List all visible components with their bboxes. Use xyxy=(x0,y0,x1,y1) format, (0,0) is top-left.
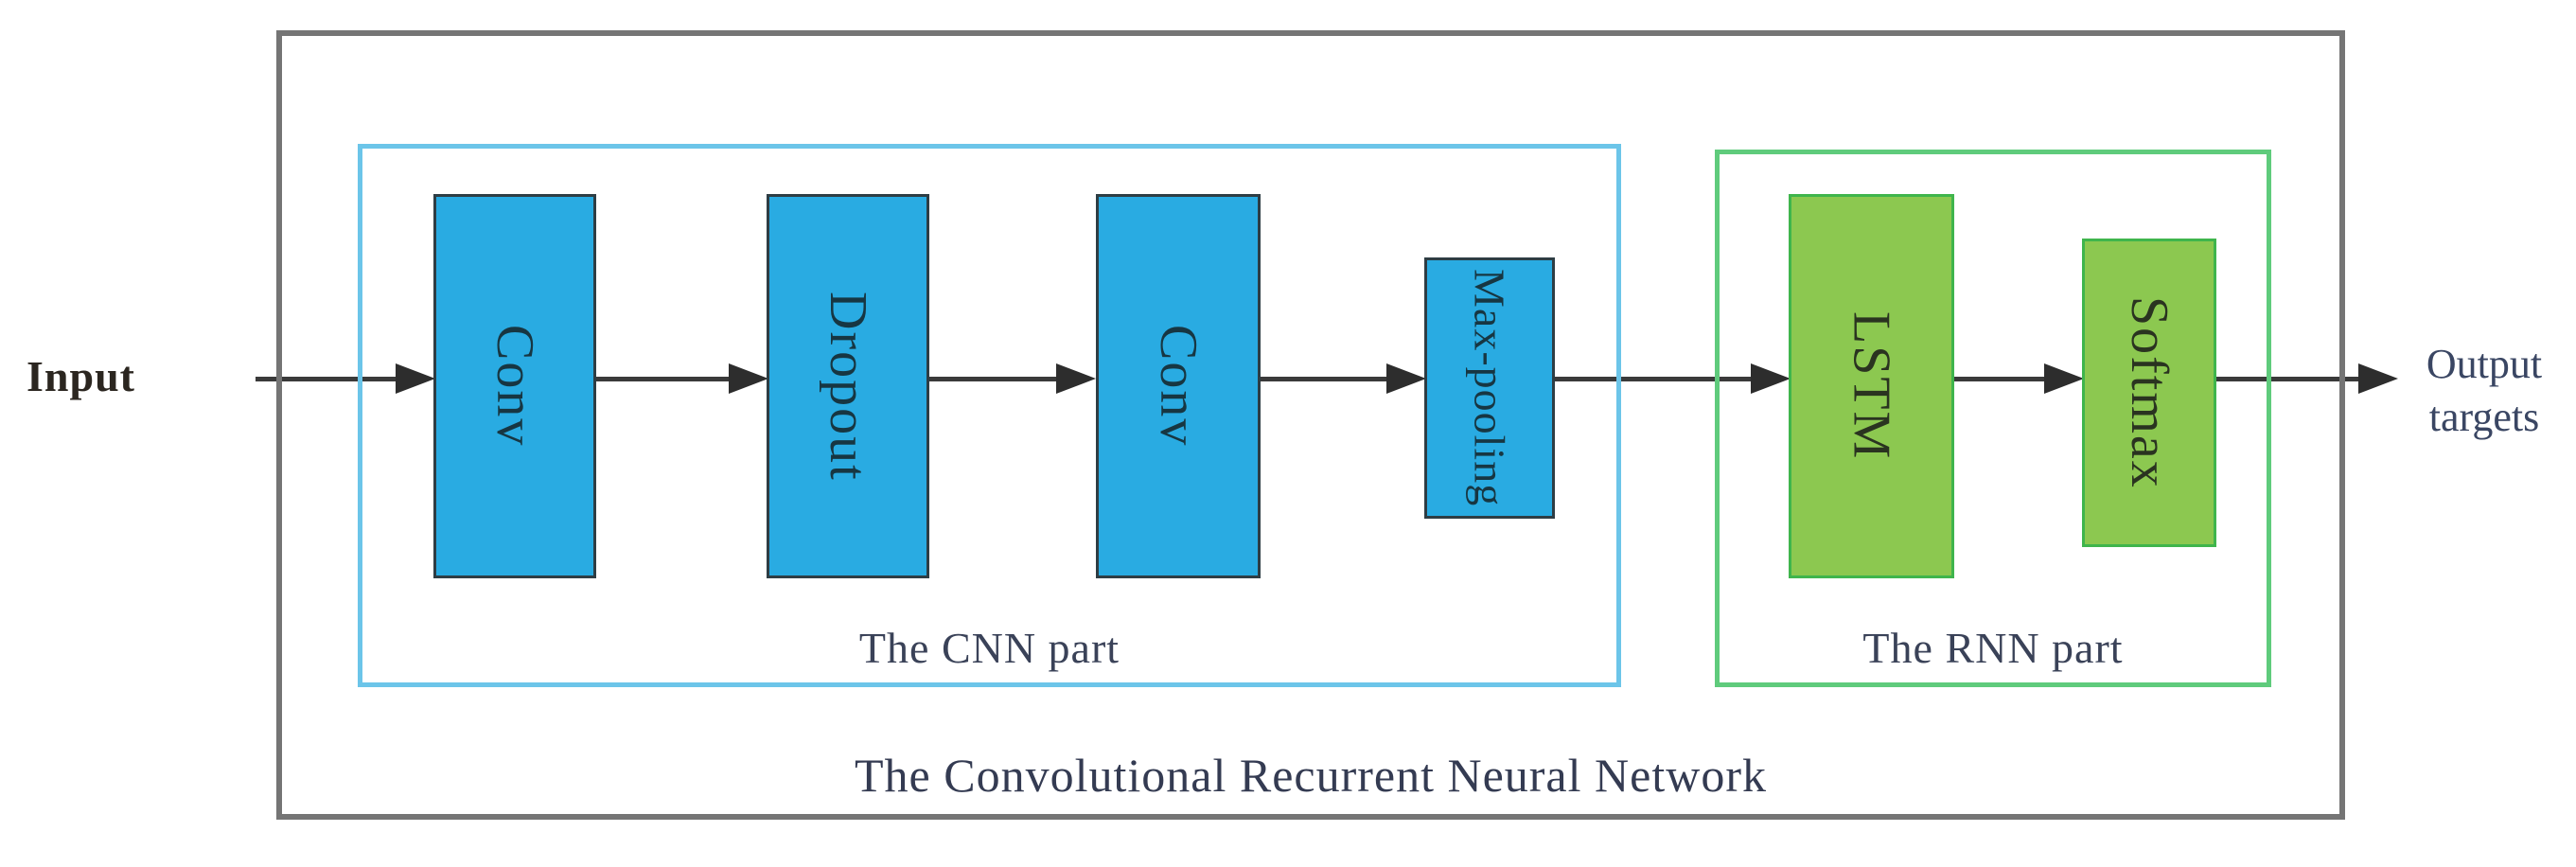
output-label-line2: targets xyxy=(2428,393,2540,440)
arrow-shaft xyxy=(596,376,729,381)
arrow-input-to-conv1 xyxy=(256,363,435,394)
block-softmax-label: Softmax xyxy=(2120,296,2179,489)
rnn-part-label: The RNN part xyxy=(1862,624,2124,672)
arrow-shaft xyxy=(1555,376,1751,381)
arrowhead-icon xyxy=(396,363,435,394)
arrow-shaft xyxy=(1954,376,2044,381)
cnn-part-label: The CNN part xyxy=(858,624,1120,672)
arrow-shaft xyxy=(929,376,1056,381)
block-softmax: Softmax xyxy=(2082,239,2216,547)
arrow-shaft xyxy=(1261,376,1386,381)
network-title: The Convolutional Recurrent Neural Netwo… xyxy=(855,749,1767,802)
arrowhead-icon xyxy=(2358,363,2398,394)
arrowhead-icon xyxy=(1056,363,1096,394)
block-dropout: Dropout xyxy=(767,194,929,578)
block-lstm: LSTM xyxy=(1789,194,1954,578)
block-conv-1-label: Conv xyxy=(485,325,544,448)
arrowhead-icon xyxy=(729,363,768,394)
block-dropout-label: Dropout xyxy=(819,291,877,482)
network-outer-box: The Convolutional Recurrent Neural Netwo… xyxy=(276,30,2345,820)
arrowhead-icon xyxy=(1386,363,1426,394)
block-conv-1: Conv xyxy=(433,194,596,578)
arrow-maxpool-to-lstm xyxy=(1555,363,1791,394)
arrow-lstm-to-softmax xyxy=(1954,363,2084,394)
arrow-conv2-to-maxpool xyxy=(1261,363,1426,394)
block-max-pooling-label: Max-pooling xyxy=(1465,269,1514,507)
block-conv-2-label: Conv xyxy=(1149,325,1208,448)
block-conv-2: Conv xyxy=(1096,194,1261,578)
output-targets-label: Output targets xyxy=(2392,338,2576,444)
arrow-softmax-to-output xyxy=(2216,363,2398,394)
arrowhead-icon xyxy=(2044,363,2084,394)
arrow-conv1-to-dropout xyxy=(596,363,768,394)
rnn-part-container: The RNN part xyxy=(1715,150,2271,687)
cnn-part-container: The CNN part xyxy=(358,144,1621,687)
block-lstm-label: LSTM xyxy=(1842,311,1901,461)
input-label: Input xyxy=(26,352,135,400)
arrow-shaft xyxy=(2216,376,2358,381)
block-max-pooling: Max-pooling xyxy=(1424,257,1555,519)
arrow-dropout-to-conv2 xyxy=(929,363,1096,394)
arrowhead-icon xyxy=(1751,363,1791,394)
output-label-line1: Output xyxy=(2426,341,2543,387)
arrow-shaft xyxy=(256,376,396,381)
